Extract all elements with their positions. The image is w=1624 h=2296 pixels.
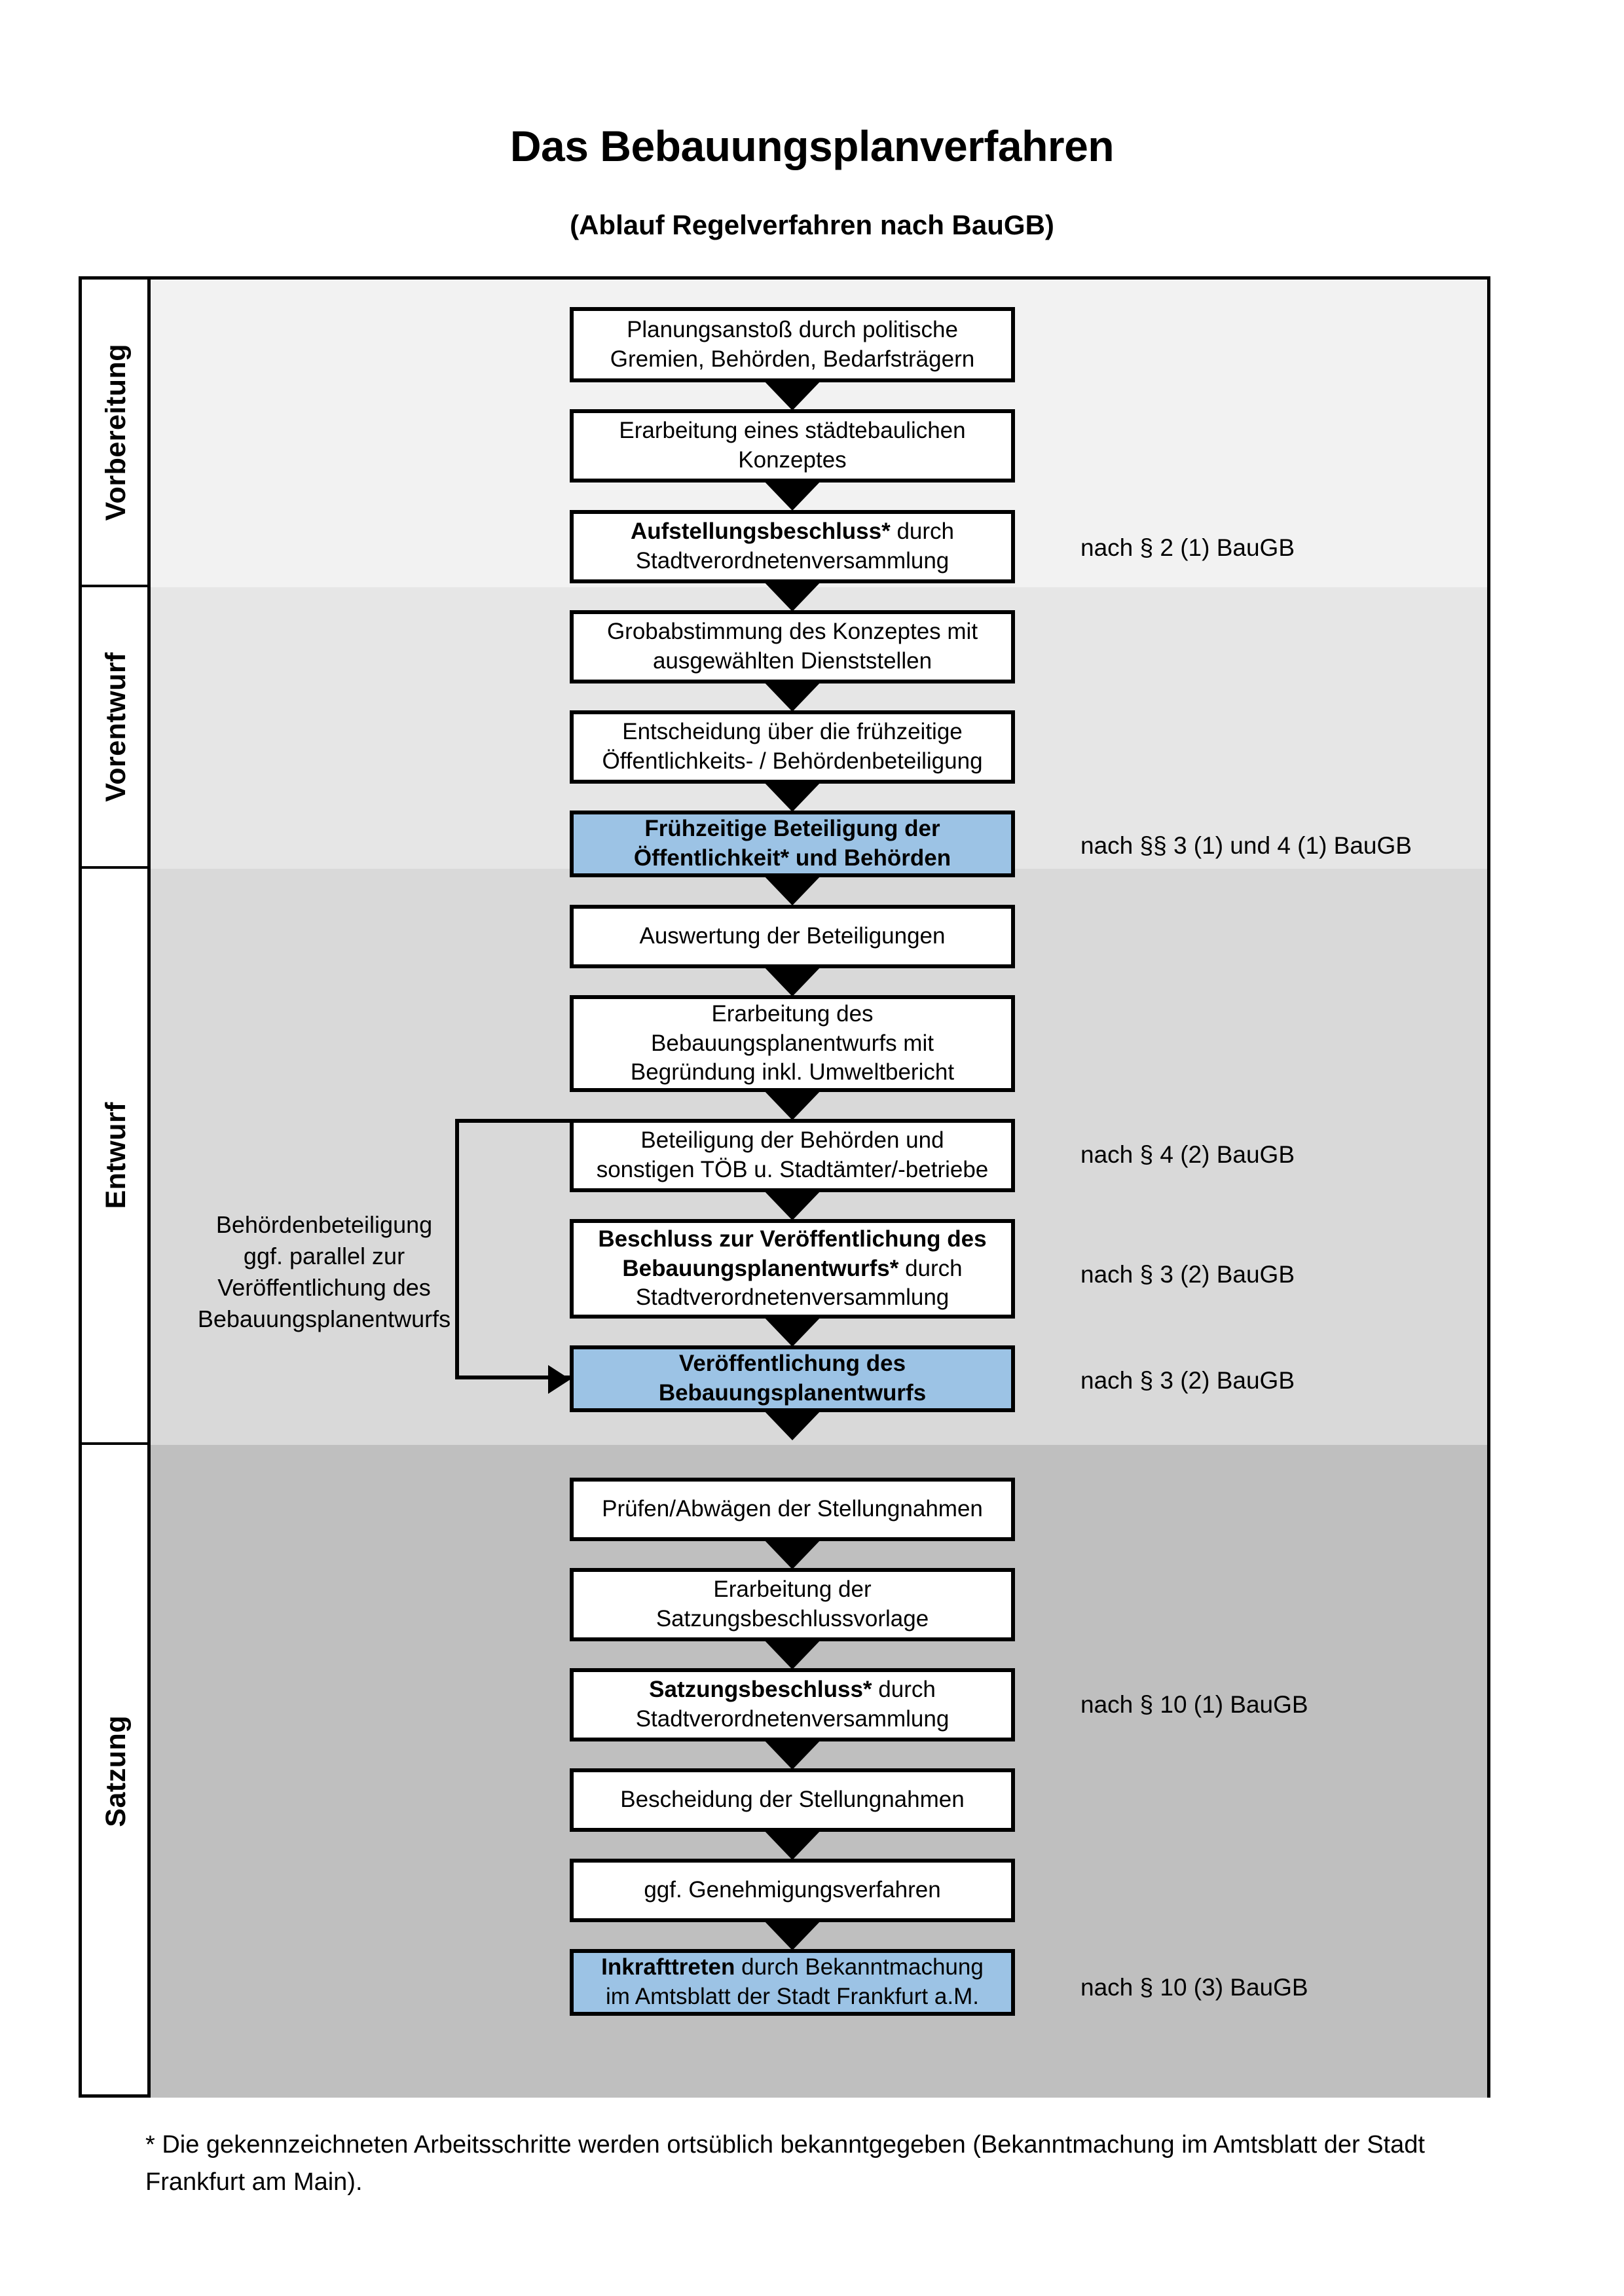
legal-ref-4-2: nach § 4 (2) BauGB — [1080, 1141, 1295, 1168]
arrow-down-15 — [762, 1829, 822, 1860]
arrow-down-14 — [762, 1738, 822, 1770]
arrow-down-11 — [762, 1409, 822, 1440]
legal-ref-10-3: nach § 10 (3) BauGB — [1080, 1974, 1308, 2001]
legal-ref-10-1: nach § 10 (1) BauGB — [1080, 1691, 1308, 1718]
arrow-down-5 — [762, 780, 822, 812]
step-bescheidung[interactable]: Bescheidung der Stellungnahmen — [570, 1768, 1015, 1832]
step-pruefen-abwaegen[interactable]: Prüfen/Abwägen der Stellungnahmen — [570, 1478, 1015, 1541]
step-auswertung[interactable]: Auswertung der Beteiligungen — [570, 905, 1015, 968]
phase-label-text: Satzung — [100, 1715, 132, 1827]
arrow-down-13 — [762, 1638, 822, 1669]
step-genehmigungsverfahren[interactable]: ggf. Genehmigungsverfahren — [570, 1859, 1015, 1922]
footnote: * Die gekennzeichneten Arbeitsschritte w… — [145, 2131, 1425, 2196]
phase-label-vorbereitung: Vorbereitung — [82, 280, 151, 587]
arrow-down-10 — [762, 1315, 822, 1347]
arrow-down-16 — [762, 1919, 822, 1950]
parallel-flow-arrowhead — [548, 1365, 570, 1394]
phase-label-text: Entwurf — [100, 1102, 132, 1209]
legal-ref-3-1-4-1: nach §§ 3 (1) und 4 (1) BauGB — [1080, 832, 1412, 859]
behoerdenbeteiligung-note: Behördenbeteiligung ggf. parallel zur Ve… — [197, 1211, 451, 1332]
legal-ref-3-2-b: nach § 3 (2) BauGB — [1080, 1367, 1295, 1394]
step-text: ggf. Genehmigungsverfahren — [644, 1877, 941, 1903]
phase-label-satzung: Satzung — [82, 1445, 151, 2098]
phase-label-entwurf: Entwurf — [82, 869, 151, 1445]
step-text: Prüfen/Abwägen der Stellungnahmen — [602, 1496, 983, 1522]
arrow-down-8 — [762, 1089, 822, 1120]
parallel-flow-bracket — [455, 1119, 572, 1379]
legal-ref-3-2-a: nach § 3 (2) BauGB — [1080, 1261, 1295, 1288]
phase-label-text: Vorbereitung — [100, 343, 132, 521]
phase-label-vorentwurf: Vorentwurf — [82, 587, 151, 869]
arrow-down-7 — [762, 965, 822, 996]
arrow-down-9 — [762, 1189, 822, 1220]
arrow-down-3 — [762, 580, 822, 611]
page-subtitle: (Ablauf Regelverfahren nach BauGB) — [570, 210, 1054, 240]
arrow-down-4 — [762, 680, 822, 712]
phase-label-text: Vorentwurf — [100, 651, 132, 802]
legal-ref-2-1: nach § 2 (1) BauGB — [1080, 534, 1295, 561]
arrow-down-12 — [762, 1538, 822, 1569]
step-text: Bescheidung der Stellungnahmen — [620, 1787, 965, 1813]
flowchart-frame: Vorbereitung Vorentwurf Entwurf Satzung … — [79, 276, 1490, 2098]
arrow-down-6 — [762, 874, 822, 905]
step-text: Auswertung der Beteiligungen — [639, 923, 946, 949]
arrow-down-1 — [762, 379, 822, 410]
arrow-down-2 — [762, 479, 822, 511]
page-title: Das Bebauungsplanverfahren — [509, 122, 1115, 170]
phase-label-gutter: Vorbereitung Vorentwurf Entwurf Satzung — [82, 280, 151, 2094]
